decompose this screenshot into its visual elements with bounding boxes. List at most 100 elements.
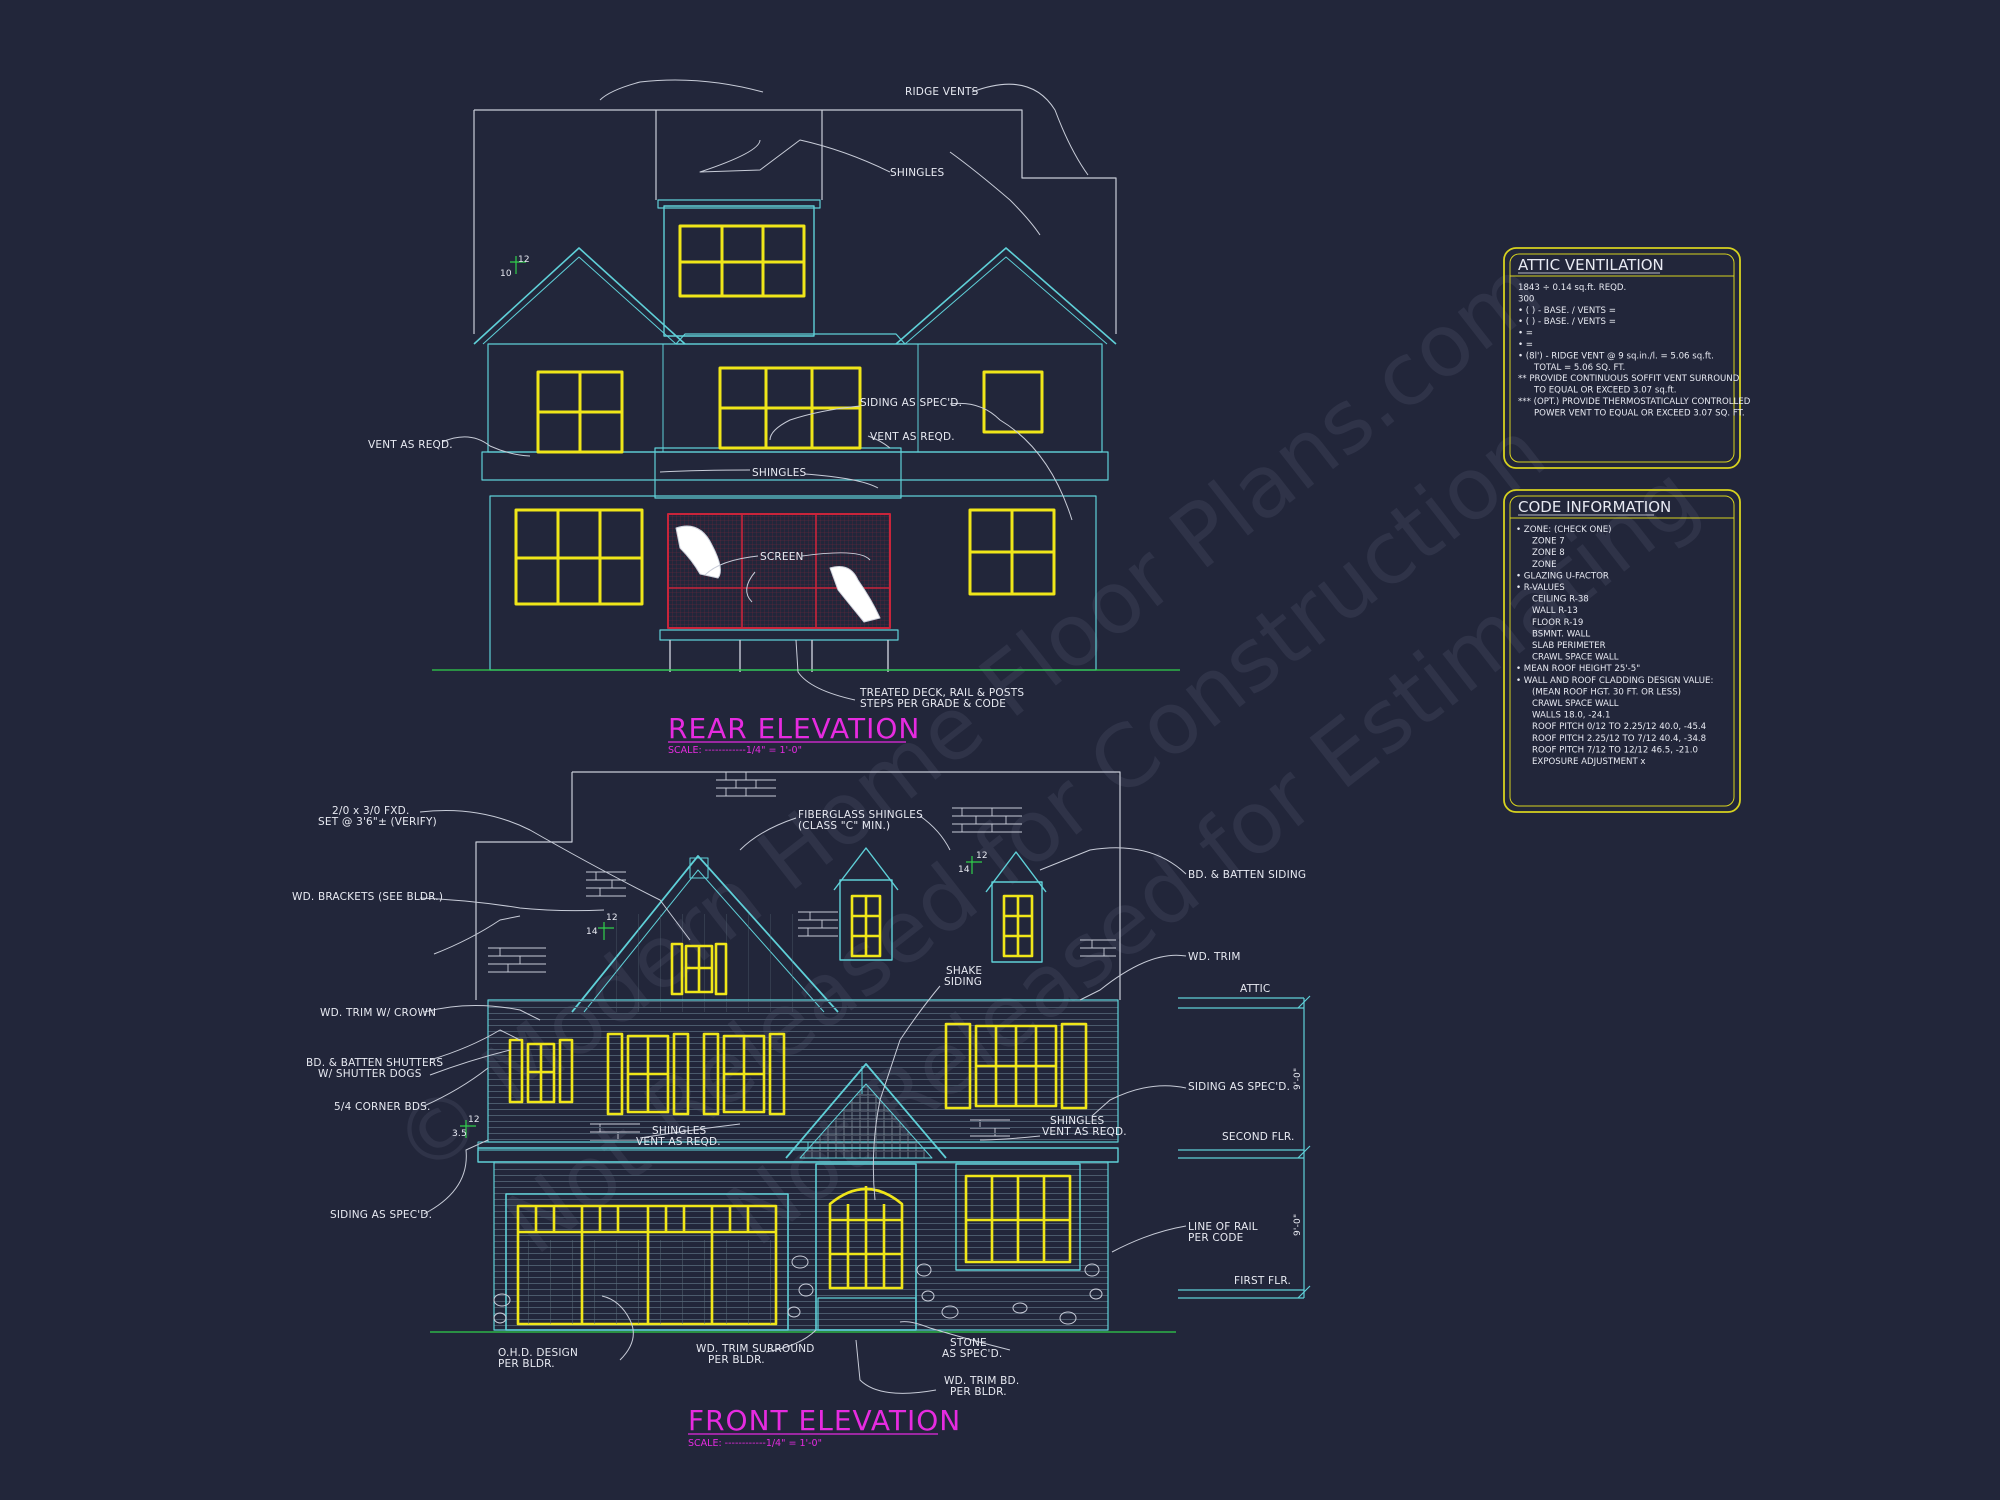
dim-upper: 9'-0" — [1293, 1068, 1303, 1090]
code-line: • ZONE: (CHECK ONE) — [1516, 525, 1612, 535]
attic-line: TO EQUAL OR EXCEED 3.07 sq.ft. — [1533, 386, 1677, 396]
rear-gable-right — [895, 247, 1117, 345]
rear-label-shingles: SHINGLES — [890, 167, 945, 179]
rear-elevation: 12 10 RIDGE VENTS SHINGLES SIDING AS SPE… — [368, 79, 1180, 756]
label-vent-left: VENT AS REQD. — [636, 1136, 721, 1148]
code-title: CODE INFORMATION — [1518, 498, 1671, 516]
attic-line: • ( ) - BASE. / VENTS = — [1518, 306, 1616, 316]
label-stone: STONE — [950, 1337, 987, 1349]
label-shutters: BD. & BATTEN SHUTTERS — [306, 1057, 443, 1069]
rear-label-deck: TREATED DECK, RAIL & POSTS — [859, 687, 1024, 699]
level-first-floor: FIRST FLR. — [1234, 1275, 1291, 1287]
front-window — [606, 1032, 690, 1116]
label-per-code: PER CODE — [1188, 1232, 1244, 1244]
rear-window — [514, 508, 644, 606]
rear-leaders — [441, 79, 1089, 701]
attic-title: ATTIC VENTILATION — [1518, 256, 1664, 274]
attic-lines: 1843 ÷ 0.14 sq.ft. REQD.300 • ( ) - BASE.… — [1518, 283, 1751, 418]
label-batten-siding: BD. & BATTEN SIDING — [1188, 869, 1306, 881]
label-trim-crown: WD. TRIM W/ CROWN — [320, 1007, 436, 1019]
attic-line: • = — [1518, 329, 1533, 339]
front-porch-gable — [785, 1063, 947, 1159]
code-line: ZONE 7 — [1532, 537, 1565, 547]
label-fxd-set: SET @ 3'6"± (VERIFY) — [318, 816, 437, 828]
code-line: FLOOR R-19 — [1532, 618, 1583, 628]
rear-window — [982, 370, 1044, 434]
label-ohd-bldr: PER BLDR. — [498, 1358, 555, 1370]
attic-line: ** PROVIDE CONTINUOUS SOFFIT VENT SURROU… — [1518, 374, 1740, 384]
label-shingles-left: SHINGLES — [652, 1125, 707, 1137]
attic-line: • = — [1518, 340, 1533, 350]
front-elevation-title: FRONT ELEVATION — [688, 1404, 961, 1437]
rear-dormer — [663, 205, 815, 337]
rear-pitch-run: 10 — [500, 269, 512, 279]
rear-elevation-title: REAR ELEVATION — [668, 712, 920, 745]
label-corner-bds: 5/4 CORNER BDS. — [334, 1101, 431, 1113]
code-line: • GLAZING U-FACTOR — [1516, 571, 1609, 581]
attic-ventilation-box: ATTIC VENTILATION 1843 ÷ 0.14 sq.ft. REQ… — [1503, 247, 1751, 469]
front-leaders — [419, 810, 1187, 1394]
code-information-box: CODE INFORMATION • ZONE: (CHECK ONE) ZONE… — [1503, 489, 1741, 813]
code-line: • MEAN ROOF HEIGHT 25'-5" — [1516, 664, 1640, 674]
label-siding-right: SIDING AS SPEC'D. — [1188, 1081, 1290, 1093]
attic-line: 300 — [1518, 294, 1534, 304]
rear-label-siding: SIDING AS SPEC'D. — [860, 397, 962, 409]
label-vent-right: VENT AS REQD. — [1042, 1126, 1127, 1138]
label-trim-bd: WD. TRIM BD. — [944, 1375, 1019, 1387]
label-surround-bldr: PER BLDR. — [708, 1354, 765, 1366]
rear-label-ridge-vents: RIDGE VENTS — [905, 86, 979, 98]
attic-line: • (8l') - RIDGE VENT @ 9 sq.in./l. = 5.0… — [1518, 351, 1714, 361]
front-window — [944, 1022, 1088, 1110]
level-second-floor: SECOND FLR. — [1222, 1131, 1295, 1143]
label-trim-bd-bldr: PER BLDR. — [950, 1386, 1007, 1398]
rear-pitch-rise: 12 — [518, 255, 530, 265]
front-pitch-c-run: 3.5 — [452, 1129, 467, 1139]
code-line: ZONE — [1532, 560, 1557, 570]
front-dormer-window — [1002, 894, 1034, 958]
label-shake-siding: SIDING — [944, 976, 982, 988]
rear-label-screen: SCREEN — [760, 551, 804, 563]
label-fiberglass: FIBERGLASS SHINGLES — [798, 809, 923, 821]
code-line: WALL R-13 — [1532, 606, 1578, 616]
front-dormer-window — [850, 894, 882, 958]
code-line: BSMNT. WALL — [1532, 629, 1590, 639]
label-stone-spec: AS SPEC'D. — [942, 1348, 1002, 1360]
code-line: • R-VALUES — [1516, 583, 1565, 593]
label-trim-surround: WD. TRIM SURROUND — [696, 1343, 815, 1355]
stone-base — [493, 1255, 1103, 1325]
level-markers — [1178, 995, 1311, 1299]
code-line: ZONE 8 — [1532, 548, 1565, 558]
label-shake: SHAKE — [946, 965, 982, 977]
attic-line: 1843 ÷ 0.14 sq.ft. REQD. — [1518, 283, 1626, 293]
front-dormer — [985, 851, 1047, 963]
front-elevation-scale: SCALE: ------------1/4" = 1'-0" — [688, 1438, 822, 1449]
rear-label-vent-left: VENT AS REQD. — [368, 439, 453, 451]
front-entry-door — [828, 1186, 904, 1290]
garage-door-frame — [505, 1193, 789, 1331]
code-line: ROOF PITCH 0/12 TO 2.25/12 40.0, -45.4 — [1532, 722, 1706, 732]
rear-label-vent: VENT AS REQD. — [870, 431, 955, 443]
code-line: WALLS 18.0, -24.1 — [1532, 711, 1611, 721]
label-siding-left: SIDING AS SPEC'D. — [330, 1209, 432, 1221]
front-pitch-a-run: 14 — [586, 927, 598, 937]
code-line: CRAWL SPACE WALL — [1532, 699, 1619, 709]
code-line: CEILING R-38 — [1532, 595, 1589, 605]
rear-window-dormer — [678, 224, 806, 298]
front-dormer — [833, 847, 899, 961]
rear-elevation-scale: SCALE: ------------1/4" = 1'-0" — [668, 745, 802, 756]
attic-line: POWER VENT TO EQUAL OR EXCEED 3.07 SQ. F… — [1534, 408, 1745, 418]
label-fiberglass-class: (CLASS "C" MIN.) — [798, 820, 890, 832]
label-shingles-right: SHINGLES — [1050, 1115, 1105, 1127]
label-ohd: O.H.D. DESIGN — [498, 1347, 578, 1359]
attic-line: • ( ) - BASE. / VENTS = — [1518, 317, 1616, 327]
label-brackets: WD. BRACKETS (SEE BLDR.) — [292, 891, 443, 903]
front-window — [702, 1032, 786, 1116]
rear-label-steps: STEPS PER GRADE & CODE — [860, 698, 1006, 710]
code-line: EXPOSURE ADJUSTMENT x — [1532, 757, 1646, 767]
code-line: • WALL AND ROOF CLADDING DESIGN VALUE: — [1516, 676, 1713, 686]
front-pitch-c-rise: 12 — [468, 1115, 480, 1125]
label-fxd: 2/0 x 3/0 FXD. — [332, 805, 409, 817]
code-line: CRAWL SPACE WALL — [1532, 653, 1619, 663]
